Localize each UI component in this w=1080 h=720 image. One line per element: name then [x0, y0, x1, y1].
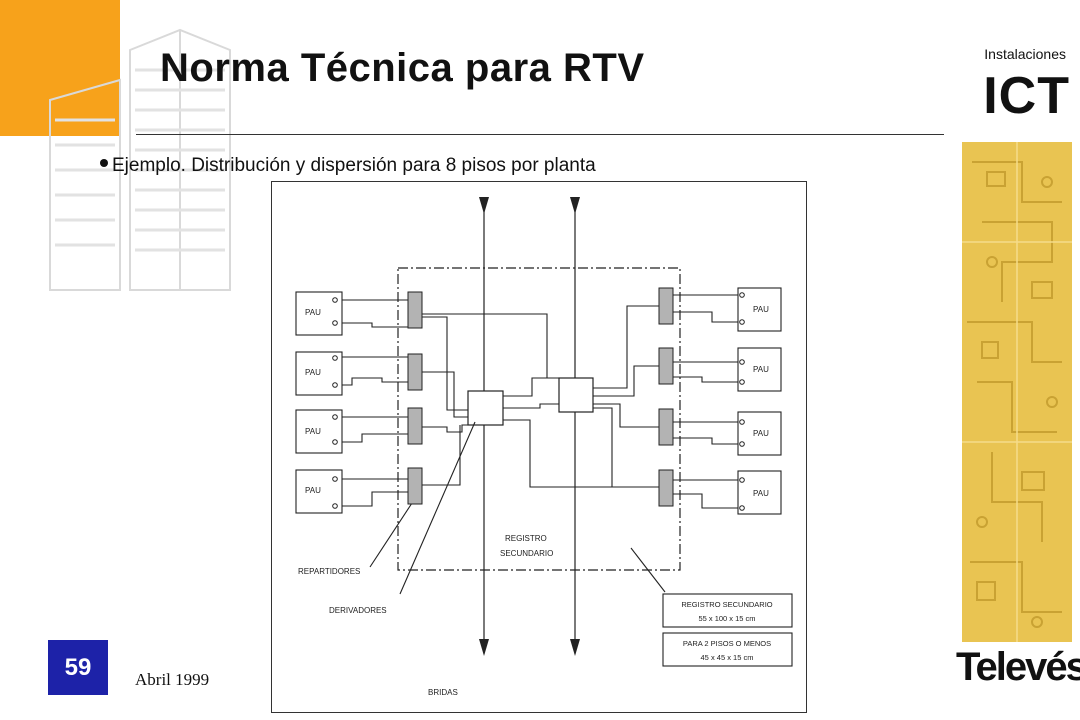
arrow-in-right-icon: [570, 197, 580, 214]
repartidor-right-4: [658, 469, 674, 507]
pau-label: PAU: [753, 429, 769, 438]
spec-box-two-floors-title: PARA 2 PISOS O MENOS: [683, 639, 771, 648]
bullet-label: Ejemplo. Distribución y dispersión para …: [112, 155, 596, 176]
derivador-box-right: [558, 377, 594, 413]
pau-label: PAU: [753, 305, 769, 314]
bullet-text: Ejemplo. Distribución y dispersión para …: [100, 155, 596, 177]
arrow-out-left-icon: [479, 639, 489, 656]
derivador-box-left: [467, 390, 504, 426]
repartidores-leader: [369, 499, 415, 568]
circuit-board-strip-image: [962, 142, 1072, 642]
section-subtitle: Instalaciones: [984, 46, 1066, 62]
distribution-diagram: PAU PAU PAU PAU PAU PAU PAU PAU REGISTRO…: [271, 181, 807, 713]
repartidores-label: REPARTIDORES: [298, 567, 360, 576]
registro-enclosure: [397, 267, 681, 571]
page-number-badge: 59: [48, 640, 108, 695]
registro-label-line1: REGISTRO: [505, 534, 547, 543]
repartidor-right-3: [658, 408, 674, 446]
pau-label: PAU: [305, 308, 321, 317]
repartidor-left-2: [407, 353, 423, 391]
pau-label: PAU: [305, 486, 321, 495]
bullet-dot-icon: [100, 158, 108, 167]
derivadores-leader: [399, 421, 476, 595]
pau-box-right-3: [737, 411, 782, 456]
spec-box-two-floors-size: 45 x 45 x 15 cm: [701, 653, 754, 662]
building-watermark-image: [49, 28, 231, 291]
arrow-out-right-icon: [570, 639, 580, 656]
pau-box-right-4: [737, 470, 782, 515]
arrow-in-left-icon: [479, 197, 489, 214]
pau-box-right-2: [737, 347, 782, 392]
page-title: Norma Técnica para RTV: [160, 46, 645, 90]
spec-box-registro-title: REGISTRO SECUNDARIO: [681, 600, 772, 609]
registro-leader: [630, 547, 666, 593]
repartidor-left-4: [407, 467, 423, 505]
spec-box-registro-size: 55 x 100 x 15 cm: [698, 614, 755, 623]
footer-date: Abril 1999: [135, 670, 210, 689]
orange-accent-block: [0, 0, 120, 136]
repartidor-left-1: [407, 291, 423, 329]
spec-box-two-floors: [662, 632, 793, 667]
repartidor-left-3: [407, 407, 423, 445]
repartidor-right-2: [658, 347, 674, 385]
derivadores-label: DERIVADORES: [329, 606, 387, 615]
pau-box-right-1: [737, 287, 782, 332]
brand-logo: Televés: [956, 645, 1080, 689]
pau-label: PAU: [305, 427, 321, 436]
section-title: ICT: [983, 67, 1070, 125]
diagram-svg: PAU PAU PAU PAU PAU PAU PAU PAU REGISTRO…: [295, 197, 793, 697]
pau-label: PAU: [753, 489, 769, 498]
bridas-label: BRIDAS: [428, 688, 458, 697]
pau-label: PAU: [753, 365, 769, 374]
spec-box-registro: [662, 593, 793, 628]
title-divider: [136, 134, 944, 135]
repartidor-right-1: [658, 287, 674, 325]
registro-label-line2: SECUNDARIO: [500, 549, 553, 558]
pau-label: PAU: [305, 368, 321, 377]
